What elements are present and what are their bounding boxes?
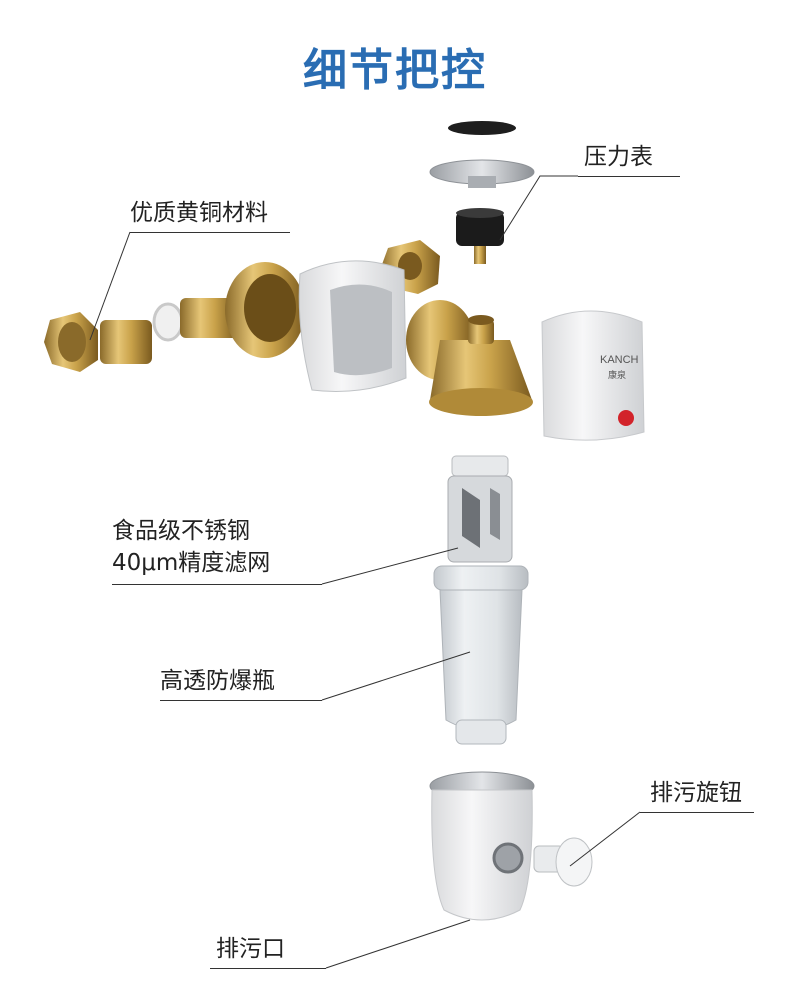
filter-mesh-cartridge [447, 455, 513, 563]
brass-nut-left [44, 298, 238, 372]
gauge-leader-line [499, 175, 578, 241]
page-title: 细节把控 [303, 45, 487, 96]
brass-union [225, 240, 440, 358]
gasket-ring [448, 121, 516, 135]
underline-bottle [160, 700, 322, 701]
drain-knob [533, 837, 593, 887]
label-bottle: 高透防爆瓶 [160, 668, 275, 694]
label-drain-outlet: 排污口 [216, 936, 285, 962]
label-drain-knob: 排污旋钮 [650, 780, 742, 806]
drain-base [429, 771, 535, 921]
brand-subtitle: 康泉 [608, 371, 627, 381]
bottle-leader-line [321, 651, 471, 701]
label-mesh-line2: 40μm精度滤网 [112, 550, 271, 576]
silver-disc [429, 159, 535, 188]
mesh-leader-line [321, 547, 459, 585]
clear-bottle [433, 565, 529, 745]
label-brass-material: 优质黄铜材料 [130, 200, 268, 226]
pressure-gauge [456, 208, 504, 264]
underline-mesh [112, 584, 322, 585]
label-pressure-gauge: 压力表 [584, 144, 653, 170]
knob-leader-line [569, 811, 641, 867]
brass-leader-line [89, 231, 131, 341]
brand-cover [541, 310, 645, 441]
head-housing [298, 260, 407, 392]
underline-drain-outlet [210, 968, 326, 969]
outlet-leader-line [325, 919, 471, 969]
underline-brass-material [130, 232, 290, 233]
underline-drain-knob [640, 812, 754, 813]
brand-name: KANCH [600, 354, 639, 366]
label-mesh-line1: 食品级不锈钢 [112, 518, 250, 544]
underline-pressure-gauge [578, 176, 680, 177]
brass-body [406, 300, 533, 416]
